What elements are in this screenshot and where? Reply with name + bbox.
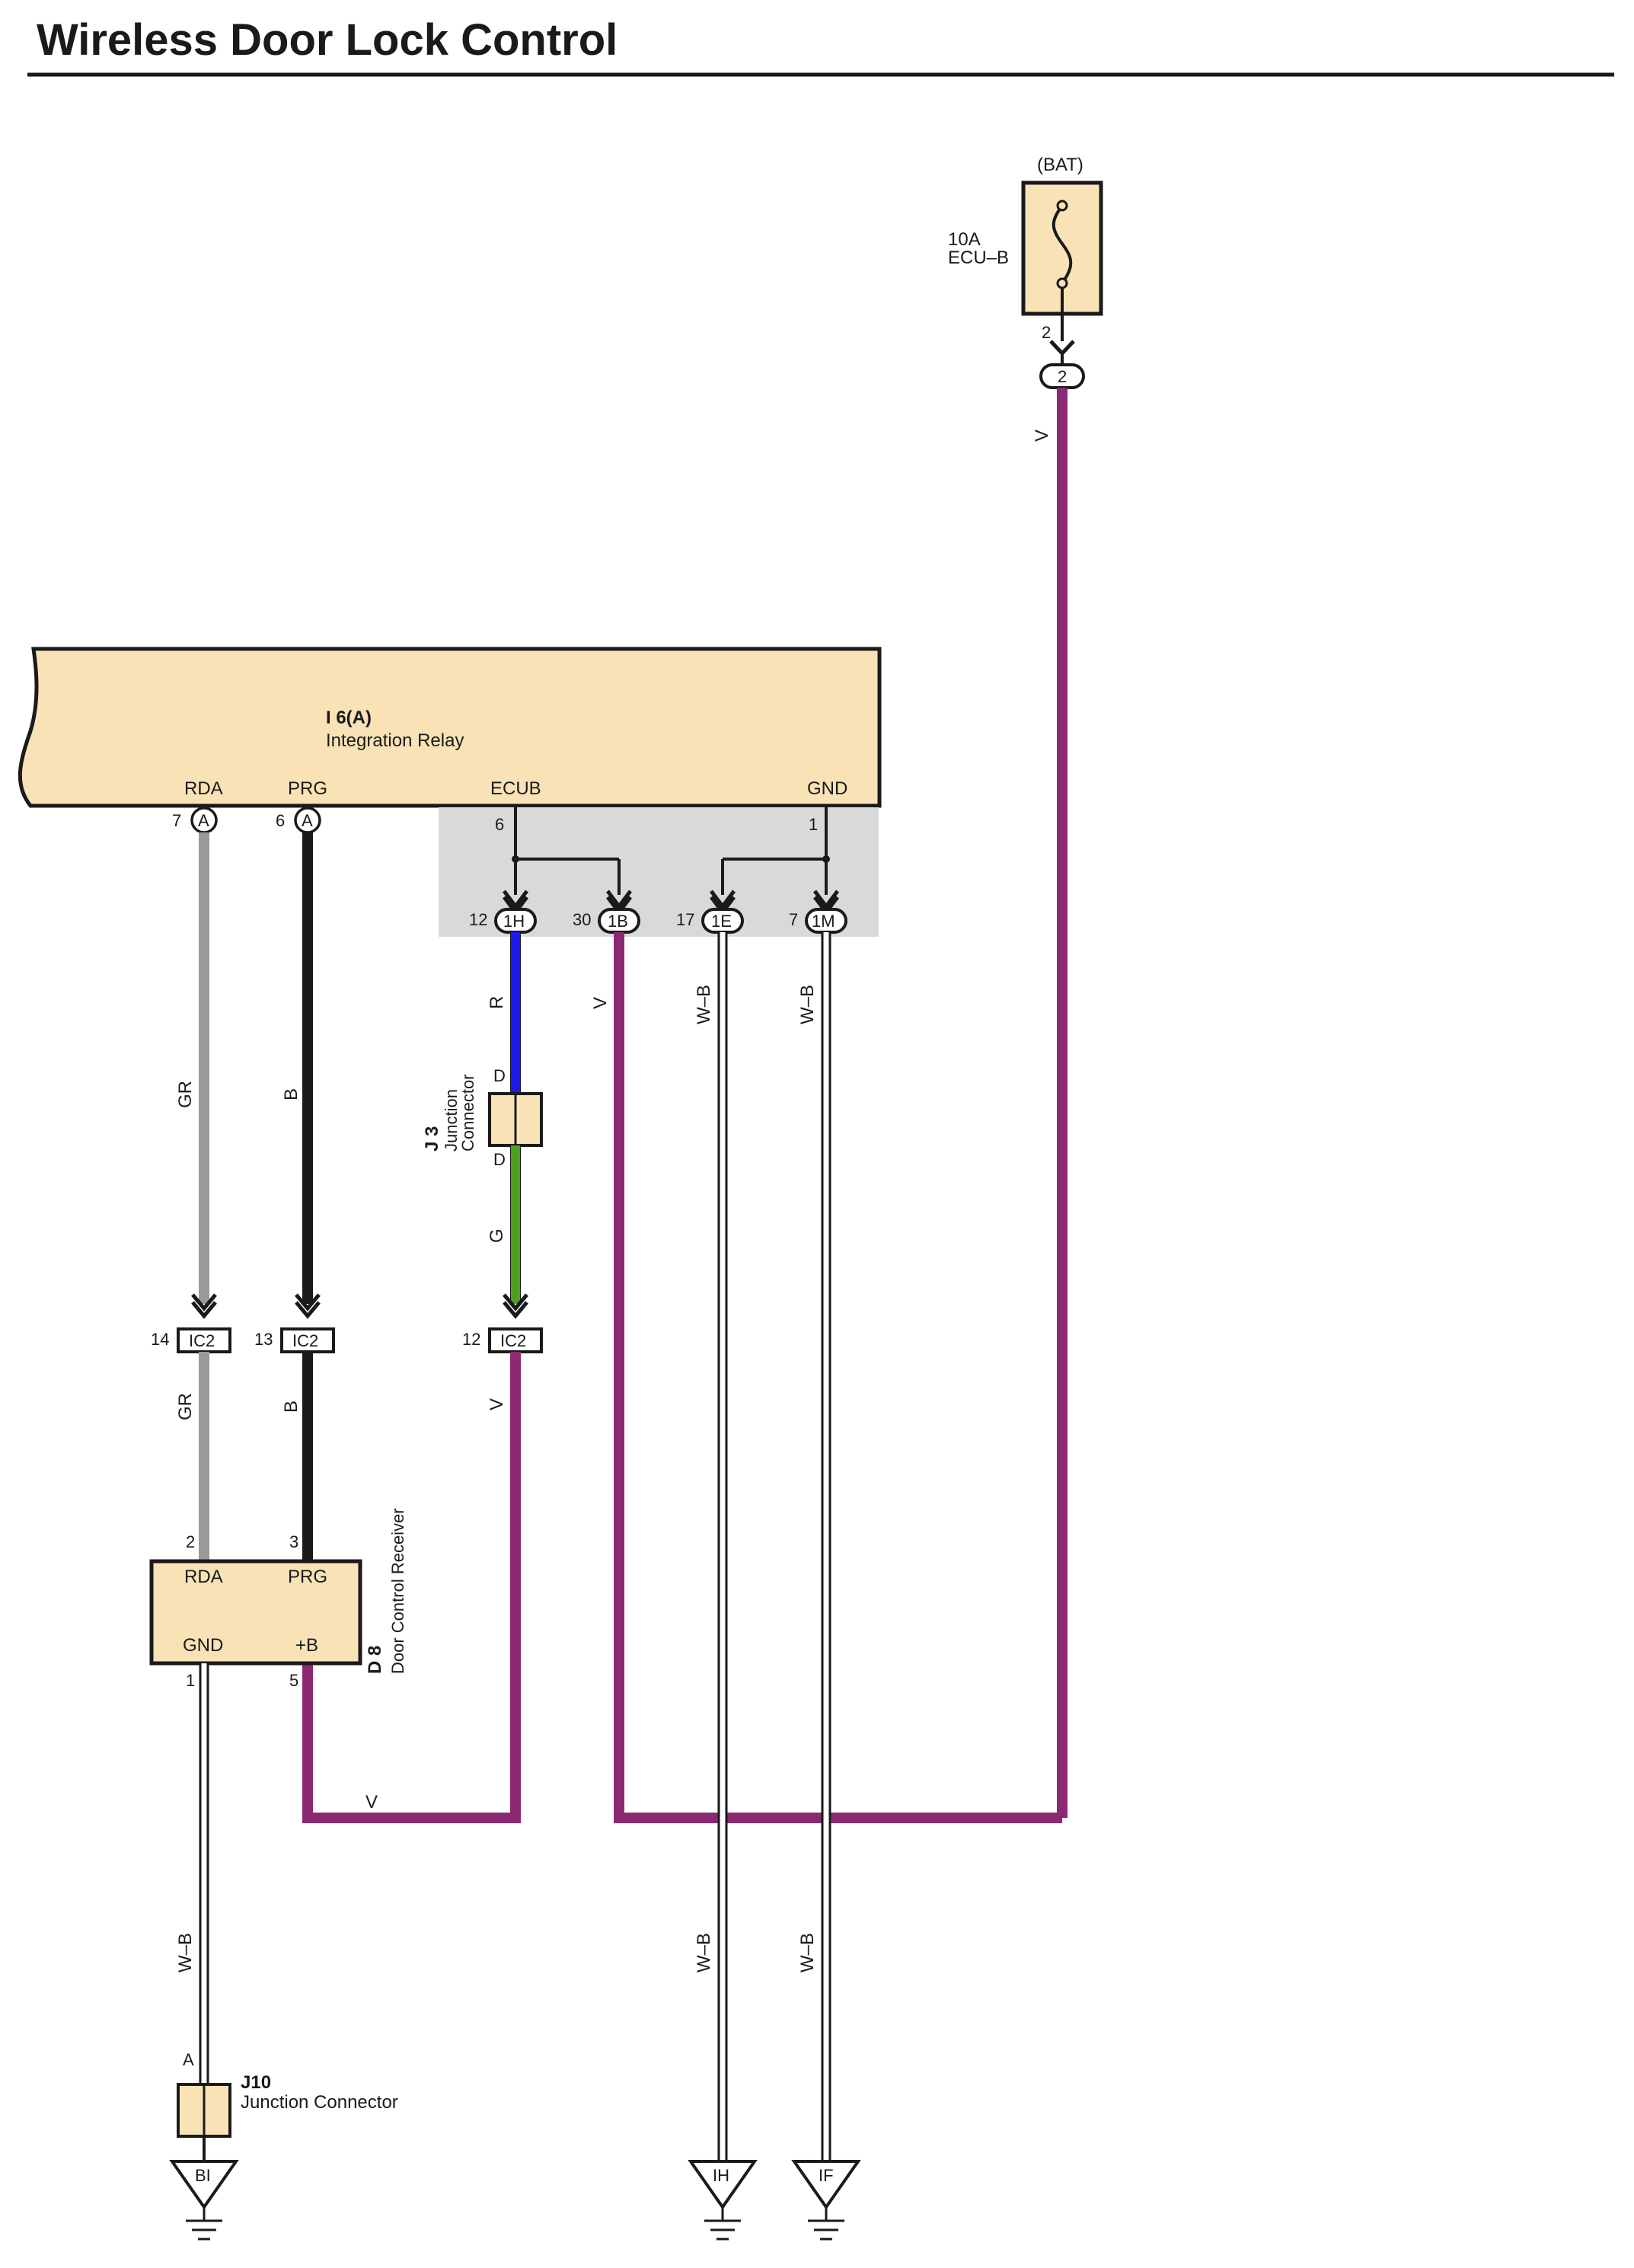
fuse-arrow-icon (1049, 340, 1075, 356)
arrow-ic2-12-icon (503, 1293, 528, 1319)
door-control-receiver-box (149, 1559, 362, 1666)
j3-pin-bottom: D (493, 1150, 506, 1169)
j10-pin: A (183, 2050, 194, 2069)
fuse-terminal-bottom (1056, 277, 1068, 289)
ic2-label-14: IC2 (189, 1331, 215, 1350)
wire-label-wb-receiver: W–B (175, 1933, 196, 1973)
receiver-pin-gnd: 1 (186, 1671, 195, 1690)
j3-name-line2: Connector (458, 1074, 477, 1152)
jb-label-1m: 1M (812, 912, 835, 931)
receiver-pin-rda: 2 (186, 1532, 195, 1551)
wire-label-b-upper: B (281, 1088, 302, 1100)
receiver-pin-b: 5 (289, 1671, 298, 1690)
j10-id: J10 (241, 2072, 271, 2093)
jb-label-1h: 1H (503, 912, 525, 931)
fuse-source-label: (BAT) (1037, 155, 1083, 175)
wire-label-wb-1m-lower: W–B (797, 1933, 818, 1973)
relay-terminal-rda: RDA (184, 778, 223, 799)
wire-label-wb-1m-upper: W–B (797, 985, 818, 1024)
fuse-name: ECU–B (948, 248, 1009, 268)
ground-if: IF (791, 2160, 861, 2241)
wire-label-v-fuse: V (1032, 430, 1052, 442)
wire-label-wb-1e-upper: W–B (694, 985, 714, 1024)
ground-bi: BI (169, 2160, 239, 2241)
wire-v-receiver (302, 1352, 521, 1823)
wire-label-gr-lower: GR (175, 1393, 196, 1420)
jb-pin-1b: 30 (573, 910, 591, 929)
relay-connector-prg-letter: A (302, 811, 313, 830)
fuse-pin: 2 (1042, 323, 1051, 342)
wire-label-b-lower: B (281, 1401, 302, 1413)
relay-terminal-ecub: ECUB (490, 778, 541, 799)
jb-label-1e: 1E (711, 912, 732, 931)
j3-pin-top: D (493, 1066, 506, 1085)
relay-pin-ecub: 6 (495, 815, 504, 834)
receiver-id: D 8 (365, 1646, 385, 1674)
receiver-name: Door Control Receiver (388, 1508, 407, 1674)
fuse-rating: 10A (948, 229, 981, 250)
ic2-label-13: IC2 (292, 1331, 318, 1350)
ground-ih: IH (688, 2160, 758, 2241)
wire-label-v-1b: V (590, 997, 611, 1009)
ic2-pin-13: 13 (254, 1330, 273, 1349)
relay-pin-prg: 6 (276, 811, 285, 830)
receiver-terminal-prg: PRG (288, 1567, 327, 1587)
ic2-pin-14: 14 (151, 1330, 169, 1349)
ground-ih-icon (688, 2160, 758, 2210)
ground-bi-icon (169, 2160, 239, 2210)
relay-pin-rda: 7 (172, 811, 181, 830)
relay-id: I 6(A) (326, 708, 372, 728)
wire-label-r: R (487, 996, 507, 1009)
wire-label-v-bottom: V (365, 1792, 378, 1813)
ground-if-label: IF (819, 2166, 834, 2185)
ground-if-icon (791, 2160, 861, 2210)
relay-pin-gnd: 1 (809, 815, 818, 834)
receiver-terminal-gnd: GND (183, 1635, 223, 1656)
arrow-ic2-13-icon (295, 1293, 321, 1319)
ic2-pin-12: 12 (462, 1330, 480, 1349)
wire-label-v-ic2: V (487, 1398, 507, 1410)
wire-v-1b (614, 932, 1062, 1823)
relay-terminal-gnd: GND (807, 778, 847, 799)
j10-name: Junction Connector (241, 2092, 398, 2113)
fuse-icon (1052, 204, 1073, 285)
wire-label-wb-1e-lower: W–B (694, 1933, 714, 1973)
ground-bi-label: BI (195, 2166, 211, 2185)
integration-relay-box (18, 647, 882, 808)
j3-name-line1: Junction (442, 1089, 461, 1152)
jb-pin-1h: 12 (469, 910, 487, 929)
j3-id: J 3 (422, 1126, 442, 1152)
fuse-terminal-top (1056, 200, 1068, 212)
wire-label-g: G (487, 1228, 507, 1243)
receiver-pin-prg: 3 (289, 1532, 298, 1551)
fuse-connector-label: 2 (1058, 367, 1067, 386)
relay-name: Integration Relay (326, 730, 464, 751)
jb-pin-1m: 7 (789, 910, 798, 929)
receiver-terminal-rda: RDA (184, 1567, 223, 1587)
relay-terminal-prg: PRG (288, 778, 327, 799)
ic2-label-12: IC2 (500, 1331, 526, 1350)
relay-connector-rda-letter: A (198, 811, 209, 830)
jb-pin-1e: 17 (676, 910, 694, 929)
jb-label-1b: 1B (608, 912, 628, 931)
page-title: Wireless Door Lock Control (37, 15, 618, 65)
arrow-ic2-14-icon (191, 1293, 217, 1319)
receiver-terminal-b: +B (295, 1635, 318, 1656)
wire-label-gr-upper: GR (175, 1081, 196, 1108)
ground-ih-label: IH (713, 2166, 729, 2185)
